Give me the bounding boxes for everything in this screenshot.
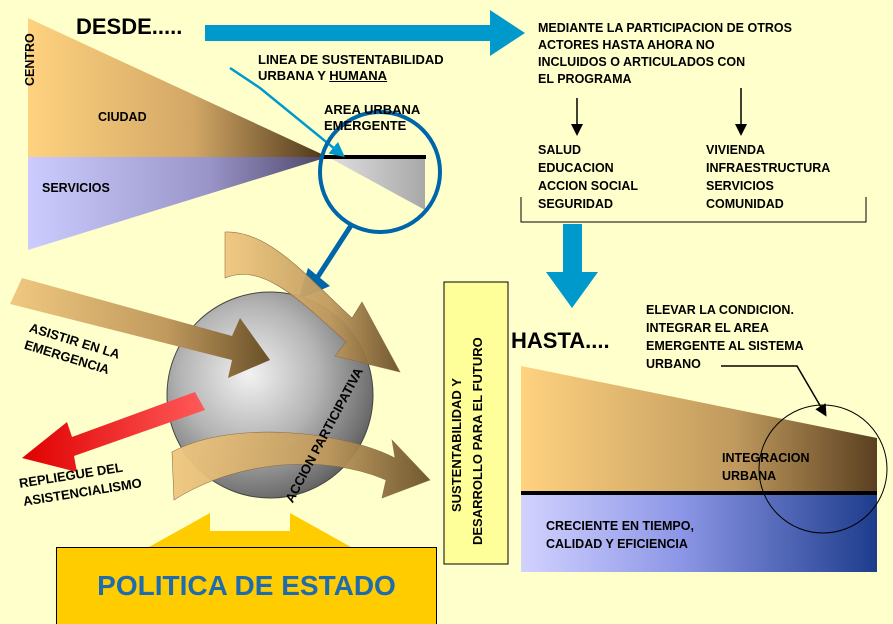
bottom-curved-arrow: [171, 431, 431, 501]
vertical-callout: [443, 281, 509, 565]
vertical-line2: DESARROLLO PARA EL FUTURO: [470, 337, 485, 545]
ciudad-label: CIUDAD: [98, 110, 147, 124]
elevar-pointer: [721, 365, 827, 417]
elevar-line2: INTEGRAR EL AREA: [646, 321, 769, 335]
top-curved-arrow: [224, 231, 401, 373]
policy-arrow: [149, 513, 351, 547]
linea-pointer: [229, 66, 345, 158]
actor-educacion: EDUCACION: [538, 161, 614, 175]
hasta-label: HASTA....: [511, 328, 610, 353]
desde-arrow: [205, 10, 525, 56]
elevar-line4: URBANO: [646, 357, 701, 371]
creciente-line2: CALIDAD Y EFICIENCIA: [546, 537, 688, 551]
magnifier-handle: [314, 222, 355, 280]
centro-label: CENTRO: [23, 33, 37, 86]
down-arrow: [546, 224, 598, 308]
vertical-line1: SUSTENTABILIDAD Y: [449, 378, 464, 512]
actor-seguridad: SEGURIDAD: [538, 197, 614, 211]
elevar-line3: EMERGENTE AL SISTEMA: [646, 339, 804, 353]
integracion-line2: URBANA: [722, 469, 777, 483]
area-line1: AREA URBANA: [324, 102, 421, 117]
elevar-line1: ELEVAR LA CONDICION.: [646, 303, 794, 317]
actors-bracket: [520, 197, 867, 223]
servicios-wedge: [28, 157, 328, 250]
actor-vivienda: VIVIENDA: [706, 143, 766, 157]
linea-humana: HUMANA: [329, 68, 388, 83]
mediante-line3: INCLUIDOS O ARTICULADOS CON: [538, 55, 746, 69]
asistir-arrow: [10, 278, 270, 378]
repliegue-arrow: [22, 392, 205, 472]
mediante-line2: ACTORES HASTA AHORA NO: [538, 38, 715, 52]
creciente-line1: CRECIENTE EN TIEMPO,: [546, 519, 694, 533]
mediante-line1: MEDIANTE LA PARTICIPACION DE OTROS: [538, 21, 792, 35]
linea-line1: LINEA DE SUSTENTABILIDAD: [258, 52, 444, 67]
servicios-label: SERVICIOS: [42, 181, 110, 195]
linea-urbana: URBANA Y: [258, 68, 330, 83]
actor-infraestructura: INFRAESTRUCTURA: [706, 161, 831, 175]
actor-comunidad: COMUNIDAD: [706, 197, 784, 211]
actor-servicios: SERVICIOS: [706, 179, 774, 193]
actor-salud: SALUD: [538, 143, 582, 157]
desde-label: DESDE.....: [76, 14, 183, 39]
linea-line2: URBANA Y HUMANA: [258, 68, 387, 84]
policy-label: POLITICA DE ESTADO: [97, 570, 396, 601]
policy-box: POLITICA DE ESTADO: [56, 547, 437, 624]
integracion-wedge: [521, 366, 877, 493]
mediante-line4: EL PROGRAMA: [538, 72, 632, 86]
integracion-line1: INTEGRACION: [722, 451, 810, 465]
actor-accion-social: ACCION SOCIAL: [538, 179, 638, 193]
area-line2: EMERGENTE: [324, 118, 407, 133]
magnifier-ring: [318, 110, 442, 234]
emergent-triangle: [328, 157, 425, 210]
ciudad-wedge: [28, 18, 328, 157]
